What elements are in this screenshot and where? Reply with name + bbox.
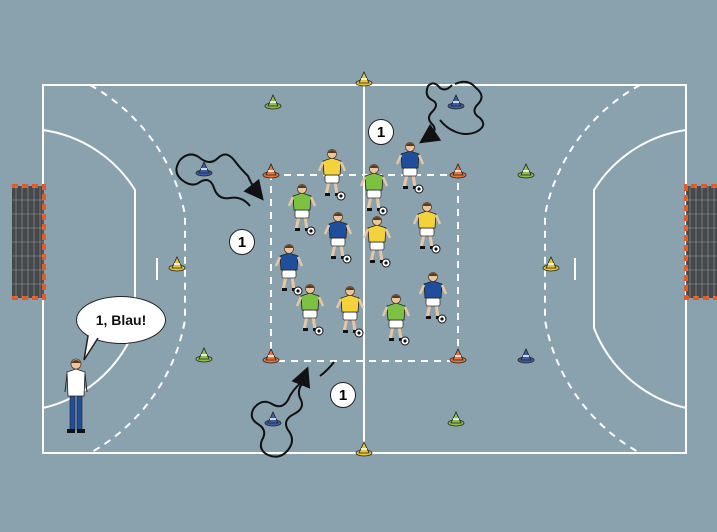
marker-left-label: 1 <box>238 234 246 251</box>
marker-top-right: 1 <box>368 119 394 145</box>
soccer-ball-icon <box>438 315 446 323</box>
soccer-ball-icon <box>343 255 351 263</box>
soccer-ball-icon <box>337 192 345 200</box>
marker-bottom-label: 1 <box>339 387 347 404</box>
soccer-ball-icon <box>294 287 302 295</box>
soccer-ball-icon <box>379 207 387 215</box>
soccer-ball-icon <box>307 227 315 235</box>
coach-speech-text: 1, Blau! <box>96 312 147 328</box>
marker-bottom: 1 <box>330 382 356 408</box>
soccer-ball-icon <box>315 327 323 335</box>
speech-bubble-tail <box>82 336 102 362</box>
soccer-ball-icon <box>355 329 363 337</box>
marker-top-right-label: 1 <box>377 124 385 141</box>
soccer-ball-icon <box>432 245 440 253</box>
soccer-ball-icon <box>401 337 409 345</box>
marker-left: 1 <box>229 229 255 255</box>
right-goal <box>686 186 717 298</box>
left-goal <box>12 186 44 298</box>
soccer-ball-icon <box>382 259 390 267</box>
soccer-ball-icon <box>415 185 423 193</box>
